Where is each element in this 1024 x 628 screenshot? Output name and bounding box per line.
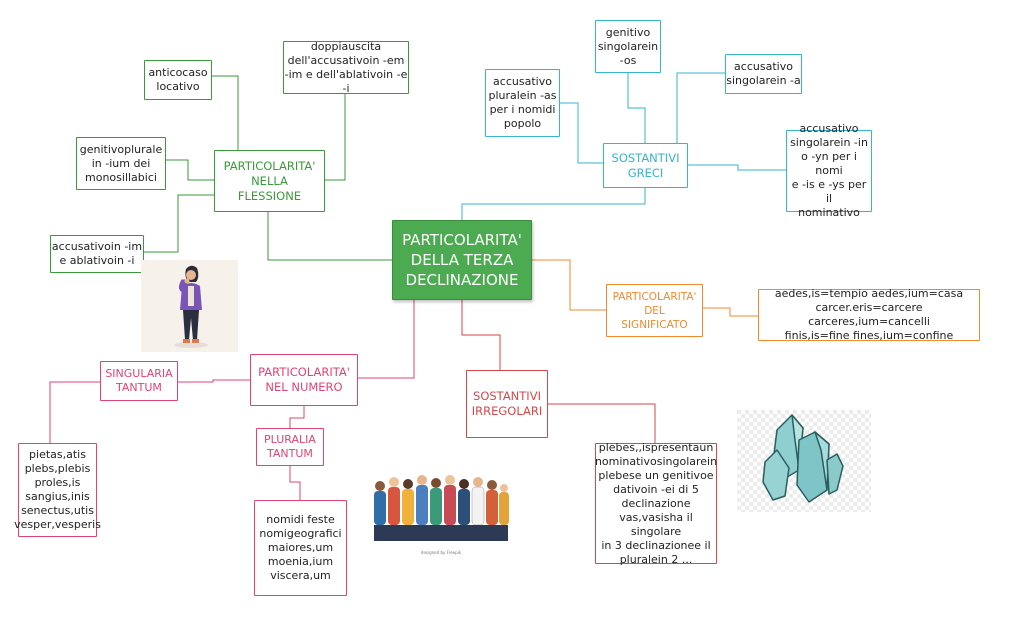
connector-pluralia-examples [289,466,301,500]
connector-greci-accsing-in [688,164,786,171]
connector-greci-accplur [560,102,603,164]
topic-particolarita-flessione[interactable]: PARTICOLARITA' NELLA FLESSIONE [214,150,325,212]
crystal-illustration [737,410,871,512]
connector-central-flessione [267,212,392,261]
connector-singularia-examples [49,381,100,443]
connector-flessione-anticocaso [212,75,239,150]
note-accusativo-im[interactable]: accusativoin -im e ablativoin -i [50,235,144,273]
connector-greci-gensing [627,73,646,143]
note-accusativo-singolare-a[interactable]: accusativo singolarein -a [725,54,802,94]
connector-flessione-accusativoim [144,194,214,253]
topic-singularia-tantum[interactable]: SINGULARIA TANTUM [100,361,178,401]
note-accusativo-singolare-in[interactable]: accusativo singolarein -in o -yn per i n… [786,122,872,219]
topic-pluralia-tantum[interactable]: PLURALIA TANTUM [256,428,324,466]
connector-flessione-genitivoplurale [166,159,214,181]
people-group-illustration: designed by Freepik [374,475,509,555]
note-genitivo-singolare-os[interactable]: genitivo singolarein -os [595,20,661,73]
connector-central-significato [532,259,606,311]
note-accusativo-plurale-as[interactable]: accusativo pluralein -as per i nomidi po… [485,69,560,137]
topic-particolarita-numero[interactable]: PARTICOLARITA' NEL NUMERO [250,354,358,406]
freepik-credit: designed by Freepik [421,550,462,555]
note-pluralia-examples[interactable]: nomidi feste nomigeografici maiores,um m… [254,500,347,596]
central-topic[interactable]: PARTICOLARITA' DELLA TERZA DECLINAZIONE [392,220,532,300]
note-irregolari-examples[interactable]: plebes,,ispresentaun nominativosingolare… [594,440,718,566]
connector-central-irregolari [461,300,501,370]
thinking-woman-illustration [141,260,238,352]
note-singularia-examples[interactable]: pietas,atis plebs,plebis proles,is sangi… [14,443,101,537]
connector-greci-accsing-a [676,72,725,143]
connector-central-greci [461,188,646,220]
note-significato-examples[interactable]: aedes,is=tempio aedes,ium=casa carcer.er… [758,287,980,342]
connector-central-numero [358,300,415,379]
connector-irregolari-examples [548,403,656,443]
connector-numero-singularia [178,379,250,383]
connector-numero-pluralia [289,406,305,428]
topic-particolarita-significato[interactable]: PARTICOLARITA' DEL SIGNIFICATO [606,284,703,337]
topic-sostantivi-greci[interactable]: SOSTANTIVI GRECI [603,143,688,188]
note-genitivo-plurale[interactable]: genitivoplurale in -ium dei monosillabic… [76,137,166,190]
topic-sostantivi-irregolari[interactable]: SOSTANTIVI IRREGOLARI [466,370,548,438]
note-anticocaso-locativo[interactable]: anticocaso locativo [144,60,212,100]
connector-significato-examples [703,307,758,317]
note-doppia-uscita[interactable]: doppiauscita dell'accusativoin -em -im e… [283,39,409,95]
